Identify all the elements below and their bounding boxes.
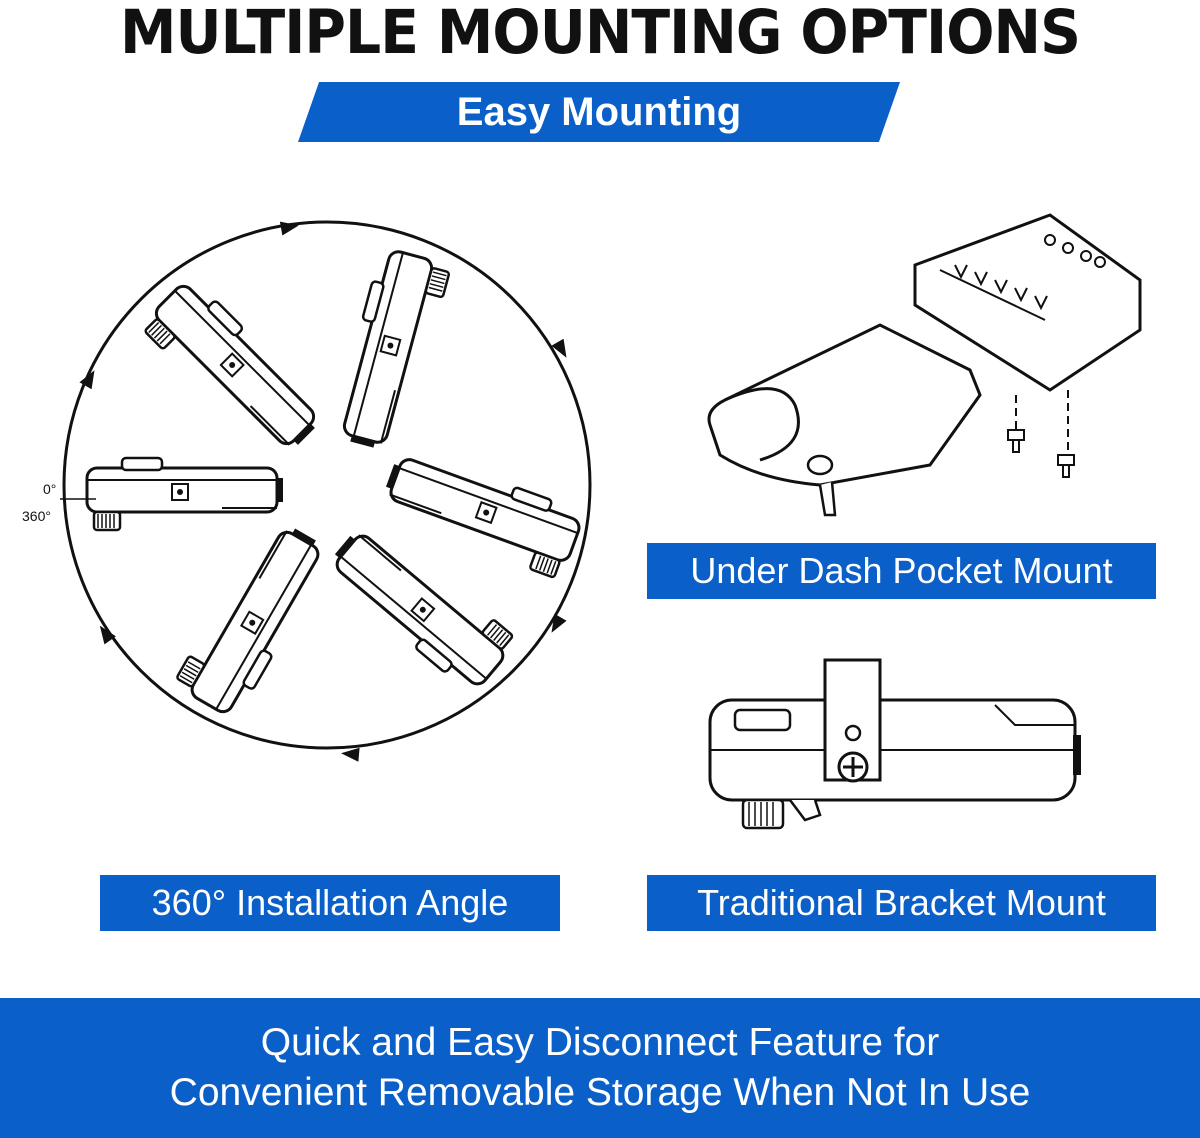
- footer-line-2: Convenient Removable Storage When Not In…: [169, 1071, 1031, 1114]
- footer-banner: Quick and Easy Disconnect Feature for Co…: [0, 998, 1200, 1138]
- bracket-mount-illustration: [708, 658, 1081, 830]
- unit-225deg: [320, 512, 520, 698]
- subtitle-text: Easy Mounting: [456, 89, 742, 134]
- subtitle-banner: Easy Mounting: [298, 82, 900, 142]
- unit-45deg: [138, 273, 331, 467]
- bracket-mount-caption: Traditional Bracket Mount: [647, 875, 1156, 931]
- pocket-mount-illustration: [707, 213, 1142, 517]
- rotation-caption: 360° Installation Angle: [100, 875, 560, 931]
- unit-300deg: [171, 513, 335, 722]
- unit-0deg: [85, 456, 285, 532]
- unit-100deg: [329, 245, 453, 457]
- pocket-mount-caption: Under Dash Pocket Mount: [647, 543, 1156, 599]
- page-title: MULTIPLE MOUNTING OPTIONS: [119, 0, 1081, 68]
- angle-zero-label: 0°: [43, 481, 57, 497]
- unit-180deg: [374, 443, 587, 582]
- angle-360-label: 360°: [22, 508, 51, 524]
- footer-line-1: Quick and Easy Disconnect Feature for: [260, 1021, 940, 1064]
- rotation-diagram: [60, 218, 592, 762]
